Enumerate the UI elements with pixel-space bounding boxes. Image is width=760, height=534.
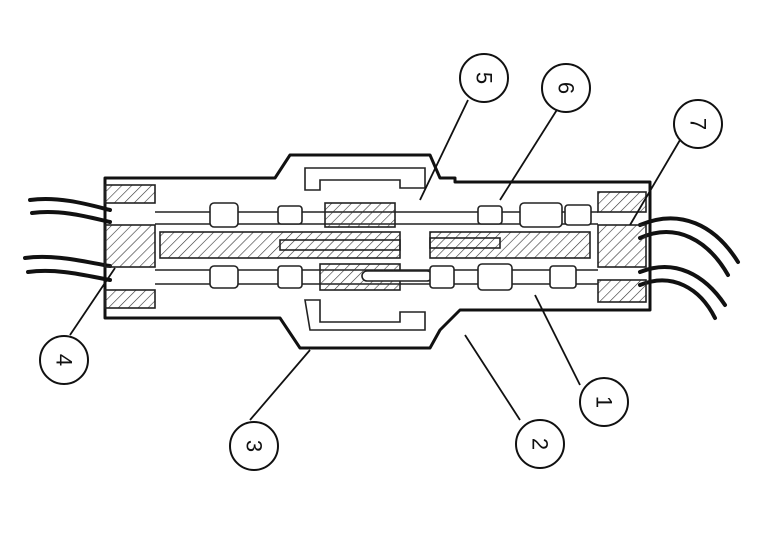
callout-1: 1 bbox=[579, 377, 629, 427]
callout-2: 2 bbox=[515, 419, 565, 469]
callout-5-label: 5 bbox=[472, 72, 497, 84]
callout-2-label: 2 bbox=[528, 438, 553, 450]
right-grommet-top bbox=[597, 191, 647, 213]
right-insulator-slot bbox=[429, 237, 501, 249]
right-insulator-core bbox=[429, 231, 591, 259]
right-grommet-bottom bbox=[597, 279, 647, 303]
left-insulator-slot bbox=[279, 239, 401, 251]
leader-lines bbox=[69, 99, 681, 421]
upper-contact-channel bbox=[155, 202, 598, 228]
callout-6: 6 bbox=[541, 63, 591, 113]
callout-4-label: 4 bbox=[52, 354, 77, 366]
left-cable-bundle bbox=[23, 197, 112, 282]
right-cable-bundle bbox=[638, 216, 740, 320]
callout-6-label: 6 bbox=[554, 82, 579, 94]
left-grommet-bottom bbox=[104, 289, 156, 309]
callout-7-label: 7 bbox=[686, 118, 711, 130]
inner-sleeve-bottom bbox=[304, 299, 426, 331]
left-grommet bbox=[104, 224, 156, 268]
callout-7: 7 bbox=[673, 99, 723, 149]
right-grommet bbox=[597, 224, 647, 268]
callout-3-label: 3 bbox=[242, 440, 267, 452]
outer-housing bbox=[103, 153, 652, 350]
inner-sleeve-top bbox=[304, 167, 426, 191]
left-grommet-top bbox=[104, 184, 156, 204]
lower-contact-channel bbox=[155, 263, 598, 291]
callout-5: 5 bbox=[459, 53, 509, 103]
callout-1-label: 1 bbox=[592, 396, 617, 408]
callout-4: 4 bbox=[39, 335, 89, 385]
callout-3: 3 bbox=[229, 421, 279, 471]
